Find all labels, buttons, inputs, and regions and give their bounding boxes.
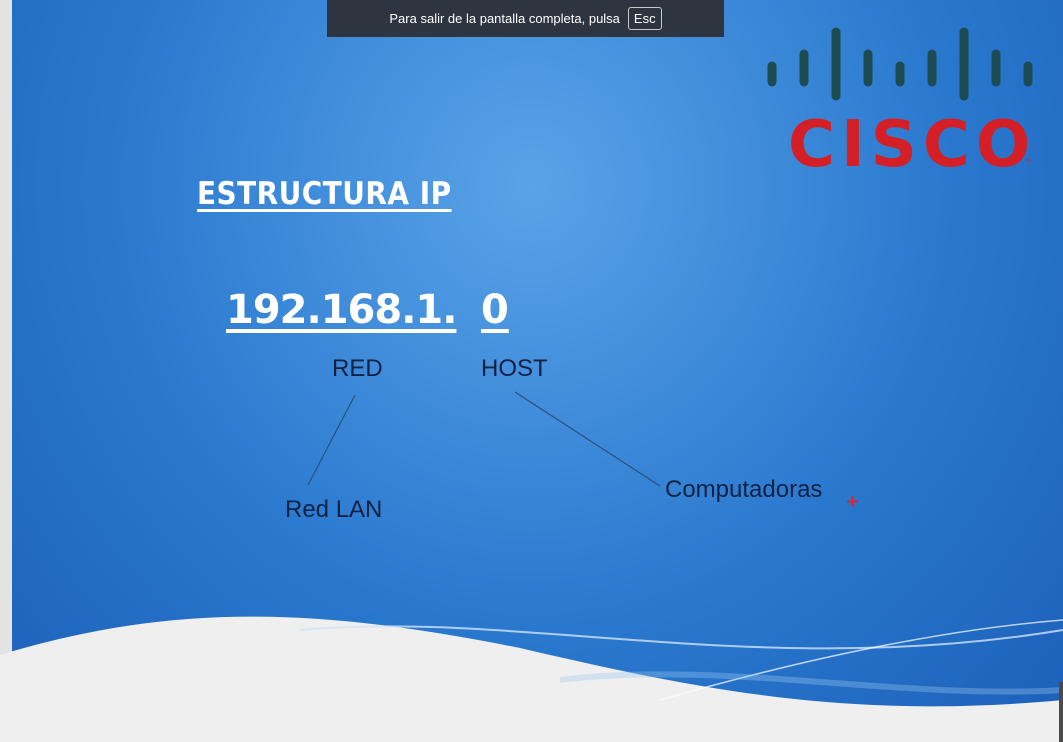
fullscreen-exit-message: Para salir de la pantalla completa, puls… (389, 11, 620, 26)
host-label: HOST (481, 355, 548, 382)
cisco-logo-bars-icon (767, 27, 1033, 101)
trademark-symbol: ™ (1025, 158, 1033, 167)
cursor-crosshair-icon: + (845, 491, 861, 512)
network-meaning-label: Red LAN (285, 496, 383, 523)
ip-network-part: 192.168.1. (226, 287, 457, 333)
network-label: RED (332, 355, 383, 382)
ip-host-part: 0 (481, 287, 509, 333)
esc-key-hint[interactable]: Esc (627, 7, 662, 30)
cisco-logo-wordmark: CISCO (788, 108, 1037, 182)
host-meaning-label: Computadoras (665, 476, 823, 503)
fullscreen-exit-banner: Para salir de la pantalla completa, puls… (327, 0, 724, 37)
slide-title: ESTRUCTURA IP (197, 176, 452, 212)
scrollbar-thumb[interactable] (1059, 682, 1063, 742)
